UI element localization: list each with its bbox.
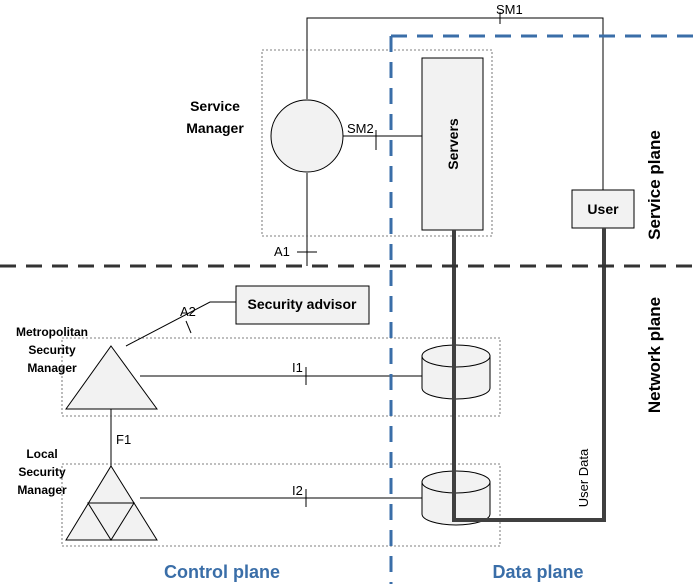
service-plane-label: Service plane xyxy=(645,130,664,240)
service-manager-label-2: Manager xyxy=(186,120,244,136)
servers-label: Servers xyxy=(445,118,461,170)
network-plane-label: Network plane xyxy=(645,297,664,413)
service-manager-node xyxy=(270,99,344,173)
local-manager-label-1: Local xyxy=(26,447,57,461)
a2-link xyxy=(125,301,236,347)
sm1-label: SM1 xyxy=(496,2,523,17)
i2-label: I2 xyxy=(292,483,303,498)
f1-label: F1 xyxy=(116,432,131,447)
local-manager-label-2: Security xyxy=(18,465,66,479)
interface-ticks xyxy=(185,12,501,507)
servers-box xyxy=(421,57,484,231)
user-data-path xyxy=(452,228,606,522)
local-manager-label-3: Manager xyxy=(17,483,67,497)
metro-manager-label-2: Security xyxy=(28,343,76,357)
sm1-link xyxy=(306,17,604,190)
connector-lines xyxy=(110,17,604,499)
user-label: User xyxy=(587,201,619,217)
metro-manager-label-1: Metropolitan xyxy=(16,325,88,339)
service-manager-label-1: Service xyxy=(190,98,240,114)
user-data-label: User Data xyxy=(576,448,591,507)
sm2-label: SM2 xyxy=(347,121,374,136)
a2-label: A2 xyxy=(180,304,196,319)
a1-label: A1 xyxy=(274,244,290,259)
data-plane-label: Data plane xyxy=(492,562,583,582)
metro-manager-label-3: Manager xyxy=(27,361,77,375)
control-plane-label: Control plane xyxy=(164,562,280,582)
security-advisor-box xyxy=(235,285,370,325)
a2-tick xyxy=(185,320,192,334)
dotted-enclosures xyxy=(61,49,501,547)
i1-label: I1 xyxy=(292,360,303,375)
local-security-manager-node xyxy=(65,465,158,541)
security-advisor-label: Security advisor xyxy=(248,296,357,312)
metro-enclosure xyxy=(61,337,501,417)
metro-security-manager-node xyxy=(65,345,158,410)
user-box xyxy=(571,189,635,229)
